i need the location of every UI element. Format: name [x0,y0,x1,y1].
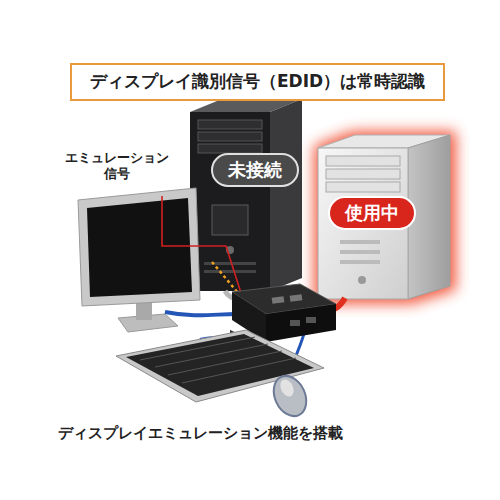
front-vent [204,270,256,273]
drive-bay [326,156,400,166]
switch-button [290,294,303,302]
key-row [155,344,268,367]
drive-bay [198,132,262,141]
node-text: 未接続 [228,160,282,181]
drive-bay [326,182,400,192]
key-row [140,337,255,360]
switch-button [272,296,285,304]
monitor-screen [87,198,192,297]
front-vent [340,260,380,264]
switch-port [306,317,316,323]
drive-bay [198,120,262,129]
mouse-button [278,377,296,398]
pc-front [190,112,270,291]
status-badge: 使用中 [328,196,416,230]
switch-front [266,304,336,342]
active-glow [314,131,456,304]
monitor-bezel [78,188,200,306]
signal-label: エミュレーション 信号 [58,150,176,183]
monitor-cable [165,312,236,315]
key-row [168,351,282,375]
front-vent [340,250,380,254]
front-vent [340,240,380,244]
status-badge: 未接続 [211,153,299,187]
front-panel [212,205,248,235]
node-text: 使用中 [345,203,399,224]
leader-line [162,196,242,296]
mouse [268,371,313,422]
drive-bay [326,169,400,179]
node-text: ディスプレイ識別信号（EDID）は常時認識 [90,72,425,92]
power-button [358,276,366,284]
pc-side [270,99,302,291]
caption: ディスプレイエミュレーション機能を搭載 [58,424,343,442]
callout-box: ディスプレイ識別信号（EDID）は常時認識 [70,63,445,101]
keyboard-frame [116,330,324,402]
switch-port [290,320,300,326]
drive-bay [198,144,262,153]
